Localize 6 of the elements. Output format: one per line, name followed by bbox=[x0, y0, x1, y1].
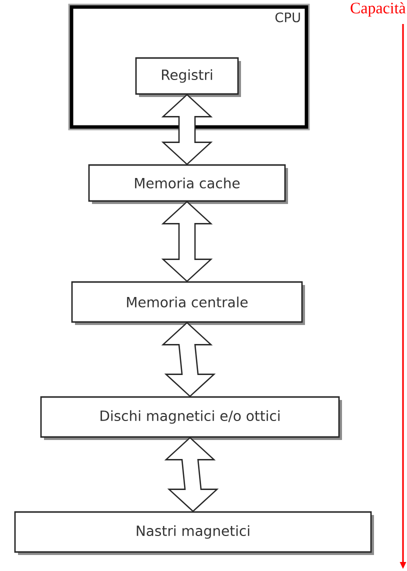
memory-box: Memoria centrale bbox=[71, 281, 305, 325]
axis-label: Capacità bbox=[350, 2, 406, 17]
memory-box: Dischi magnetici e/o ottici bbox=[40, 396, 342, 440]
memory-box: Nastri magnetici bbox=[14, 511, 374, 555]
memory-box: Memoria cache bbox=[88, 164, 288, 204]
memory-box: Registri bbox=[135, 57, 241, 97]
